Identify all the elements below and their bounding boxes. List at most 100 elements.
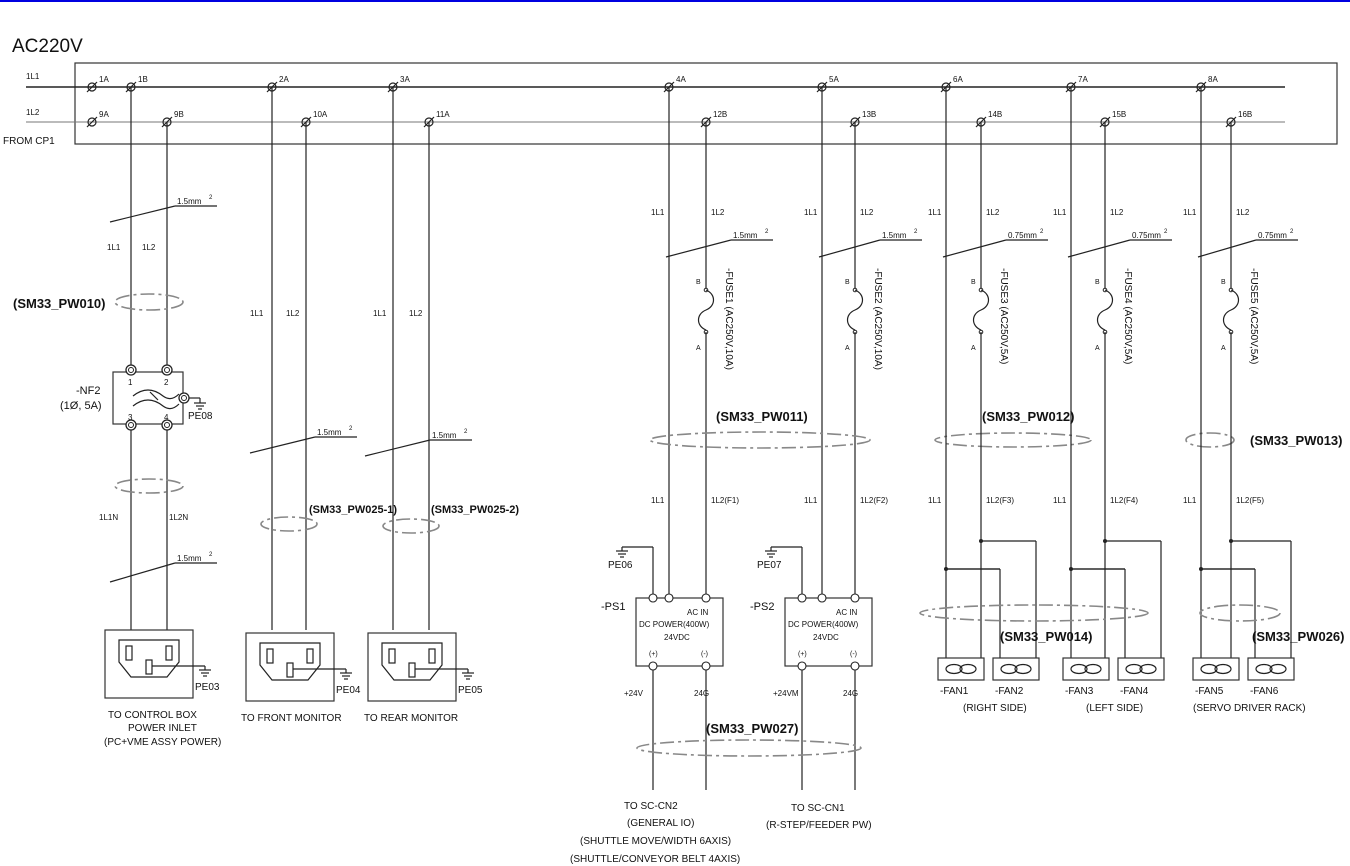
terminal-4A: 4A [663,75,686,93]
outlet-caption-control-box: POWER INLET [128,723,197,734]
cross-section-branch1: 1.5mm 2 [109,195,217,223]
window-top-border [0,0,1350,2]
cross-section-slash [665,239,732,258]
ring-outer [161,364,173,376]
terminal-label: 11A [436,110,450,119]
ground-icon [765,550,777,558]
fuse-label: -FUSE5 (AC250V,5A) [1248,268,1259,364]
wire-label-1l1: 1L1 [651,208,665,217]
cross-section-label: 1.5mm [177,197,202,206]
fan-frame [1117,657,1165,681]
terminal-12B: 12B [700,110,727,128]
terminal-label: 1B [138,75,148,84]
fuse-icon [1222,289,1240,331]
wire-label-1l1: 1L1 [250,309,264,318]
terminal-slash [86,81,98,93]
cable-label-pw014: (SM33_PW014) [1000,629,1092,644]
fan-label: -FAN2 [995,686,1024,697]
outlet-frame [367,632,457,702]
socket-pin-earth [145,659,153,675]
psu-minus-terminal [701,661,711,671]
wire-label-fused-out: 1L2(F4) [1110,496,1138,505]
terminal-label: 1A [99,75,109,84]
fan-label: -FAN4 [1120,686,1149,697]
outlet-ground-label: PE03 [195,682,220,693]
fan-icon [945,663,963,675]
fuse-pin-label-b: B [971,279,976,286]
fan-group-label-servo-driver-rack: (SERVO DRIVER RACK) [1193,703,1306,714]
outlet-1: PE03 [104,629,220,699]
nf2-rating: (1Ø, 5A) [60,400,102,412]
fuse-icon [846,289,864,331]
fan-group-label-right-side: (RIGHT SIDE) [963,703,1027,714]
psu-frame [635,597,724,667]
terminal-label: 15B [1112,110,1126,119]
terminal-label: 12B [713,110,727,119]
psu-minus-label: (-) [701,651,708,658]
cross-section-exponent: 2 [1290,229,1294,235]
socket-pin-right [306,648,314,664]
cable-label-pw013: (SM33_PW013) [1250,433,1342,448]
wire-label-1l2: 1L2 [1110,208,1124,217]
fuse-icon [1096,289,1114,331]
outlet-caption-control-box: TO CONTROL BOX [108,710,197,721]
cross-section-exponent: 2 [209,195,213,201]
terminal-label: 8A [1208,75,1218,84]
fuse-pin-label-a: A [845,345,850,352]
psu-voltage-label: 24VDC [664,633,690,642]
outlet-caption-control-box: (PC+VME ASSY POWER) [104,737,221,748]
psu-minus-label: (-) [850,651,857,658]
cable-bundle-pw025-2 [382,518,440,534]
nf2-name: -NF2 [76,385,100,397]
fan-icon [1014,663,1032,675]
wire-label-1l1: 1L1 [804,208,818,217]
terminal-label: 10A [313,110,328,119]
wire-label-fused-out: 1L2(F1) [711,496,739,505]
cable-bundle-pw013 [1185,432,1235,448]
wire-label-1l2: 1L2 [142,243,156,252]
cable-bundle-pw026 [1199,604,1281,622]
terminal-label: 3A [400,75,410,84]
ring-inner [181,395,187,401]
psu-ac-in-label: AC IN [836,608,858,617]
ring-outer [178,392,190,404]
psu-name: -PS1 [601,601,625,613]
psu-ac-in-label: AC IN [687,608,709,617]
ring-outer [125,364,137,376]
terminal-11A: 11A [423,110,450,128]
fan-frame [1192,657,1240,681]
cross-section-label: 0.75mm [1132,231,1161,240]
wire-label-fused-out: 1L2(F3) [986,496,1014,505]
socket-pin-left [388,648,396,664]
terminal-16B: 16B [1225,110,1252,128]
psu-type-label: DC POWER(400W) [639,620,710,629]
terminal-label: 2A [279,75,289,84]
cross-section-slash [109,205,176,223]
terminal-13B: 13B [849,110,876,128]
outlet-ground-label: PE04 [336,685,361,696]
fuse-label: -FUSE3 (AC250V,5A) [998,268,1009,364]
psu-ground-label: PE07 [757,560,782,571]
psu-plus-terminal [797,661,807,671]
cable-label-pw025-1: (SM33_PW025-1) [309,504,397,516]
fuse-pin-label-a: A [1221,345,1226,352]
cross-section-exponent: 2 [914,229,918,235]
ps2-destination-label: TO SC-CN1 [791,803,845,814]
terminal-circle [87,117,97,127]
iec-socket-shape [381,642,443,681]
filter-symbol [132,389,180,410]
psu-ac-l2-terminal [850,593,860,603]
cross-section-label: 1.5mm [177,554,202,563]
cable-bundle-pw025-1 [260,516,318,532]
bus-source-label: FROM CP1 [3,136,55,147]
ground-icon [340,672,352,680]
filter-symbol-cross [149,391,159,401]
bus-1l1-label: 1L1 [26,72,40,81]
wire-label-1l2: 1L2 [286,309,300,318]
psu-pe-terminal [797,593,807,603]
